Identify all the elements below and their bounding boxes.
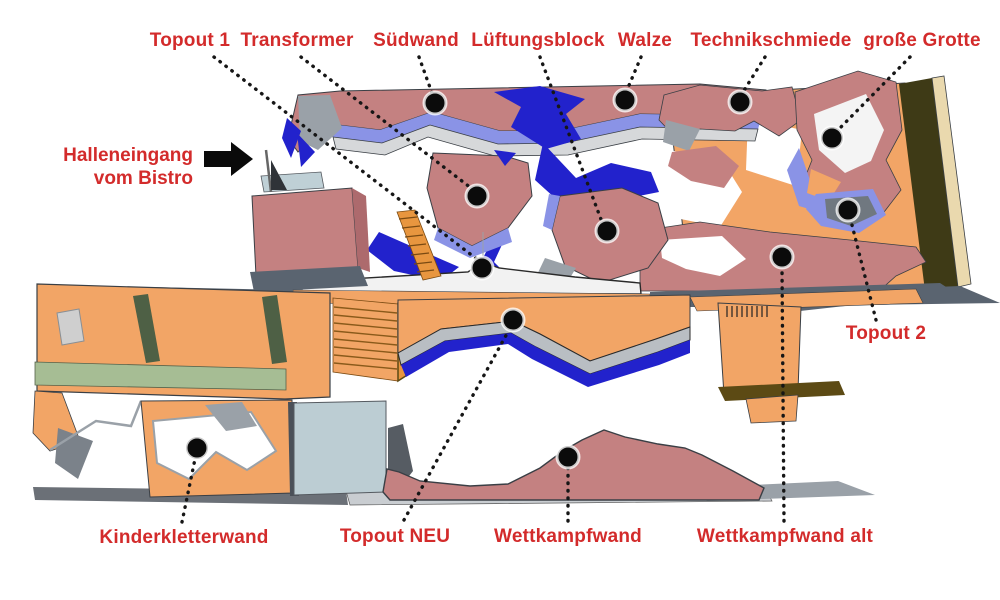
column-olive-base [718, 381, 845, 401]
label-topout-neu: Topout NEU [339, 526, 451, 547]
marker-dot-transformer [464, 183, 490, 209]
main-stairs-steps [333, 306, 398, 370]
marker-dot-wettkampfwand-alt [769, 244, 795, 270]
south-wall-periwinkle [330, 112, 762, 144]
right-beige-edge [931, 75, 972, 288]
marker-dot-topout-1 [469, 255, 495, 281]
technikschmiede-wall-2 [668, 146, 739, 188]
transformer-blue-tri [494, 150, 516, 166]
marker-dot-suedwand [422, 90, 448, 116]
marker-layer [180, 55, 912, 524]
label-lueftungsblock: Lüftungsblock [471, 30, 605, 51]
entrance-cube [251, 187, 359, 277]
upper-hall [250, 70, 1000, 305]
kinder-gray-wall [205, 402, 257, 431]
technikschmiede-gray [663, 120, 700, 151]
entrance-label-line2: vom Bistro [93, 168, 193, 189]
entrance-label: Halleneingang vom Bistro [30, 144, 193, 190]
band-left-blue-2 [297, 133, 315, 167]
cove-white-3 [660, 236, 746, 276]
blue-room [293, 400, 387, 496]
leader-line-transformer [299, 55, 473, 190]
entrance-label-line1: Halleneingang [63, 145, 193, 166]
green-wall-2 [262, 295, 287, 364]
leader-line-topout-1 [212, 55, 480, 262]
marker-dot-topout-2 [835, 197, 861, 223]
column-foot [745, 394, 799, 424]
label-transformer: Transformer [240, 30, 354, 51]
label-grosse-grotte: große Grotte [863, 30, 981, 51]
left-room-walls [49, 400, 143, 452]
green-walkway [34, 361, 287, 391]
entrance-wall-shadow [271, 160, 287, 190]
right-column [717, 302, 802, 396]
lueftungsblock-edge [543, 194, 560, 230]
wavy-wall-blue [401, 333, 690, 387]
marker-dot-lueftungsblock [594, 218, 620, 244]
marker-dot-topout-neu [500, 307, 526, 333]
grotte-interior [814, 94, 884, 173]
band-left-blue-1 [282, 118, 301, 158]
small-stairs-steps [398, 216, 435, 273]
leader-line-topout-2 [849, 219, 878, 322]
band-left-gray [298, 95, 342, 150]
leader-line-lueftungsblock [538, 55, 604, 224]
leader-line-topout-neu [402, 328, 511, 522]
leader-line-wettkampfwand-alt [780, 266, 786, 523]
leader-line-kinderkletterwand [180, 457, 197, 524]
column-ladder [726, 306, 768, 317]
marker-dot-grosse-grotte [819, 125, 845, 151]
leader-line-grosse-grotte [837, 55, 912, 131]
leader-line-technikschmiede [741, 55, 767, 94]
entrance-cube-side [352, 188, 370, 272]
label-technikschmiede: Technikschmiede [690, 30, 852, 51]
label-topout-2: Topout 2 [845, 323, 927, 344]
entrance-wall-line [264, 149, 273, 193]
entrance-cube-base [250, 266, 368, 292]
lower-hall [32, 283, 966, 506]
marker-dot-kinderkletterwand [184, 435, 210, 461]
label-topout-1: Topout 1 [149, 30, 231, 51]
green-wall-1 [133, 294, 160, 363]
mezzanine-window [56, 308, 85, 346]
label-kinderkletterwand: Kinderkletterwand [99, 527, 269, 548]
marker-dot-walze [612, 87, 638, 113]
marker-dot-wettkampfwand [555, 444, 581, 470]
leader-line-walze [625, 55, 643, 92]
entrance-arrow-icon [204, 142, 253, 176]
label-wettkampfwand-alt: Wettkampfwand alt [696, 526, 874, 547]
right-olive-wall [899, 78, 958, 291]
marker-dot-technikschmiede [727, 89, 753, 115]
kinder-cave [151, 410, 278, 481]
leader-line-suedwand [417, 55, 434, 95]
label-suedwand: Südwand [373, 30, 459, 51]
label-wettkampfwand: Wettkampfwand [494, 526, 642, 547]
south-wall-gray [332, 124, 759, 157]
blue-ribbon-1 [494, 86, 585, 149]
label-walze: Walze [617, 30, 673, 51]
